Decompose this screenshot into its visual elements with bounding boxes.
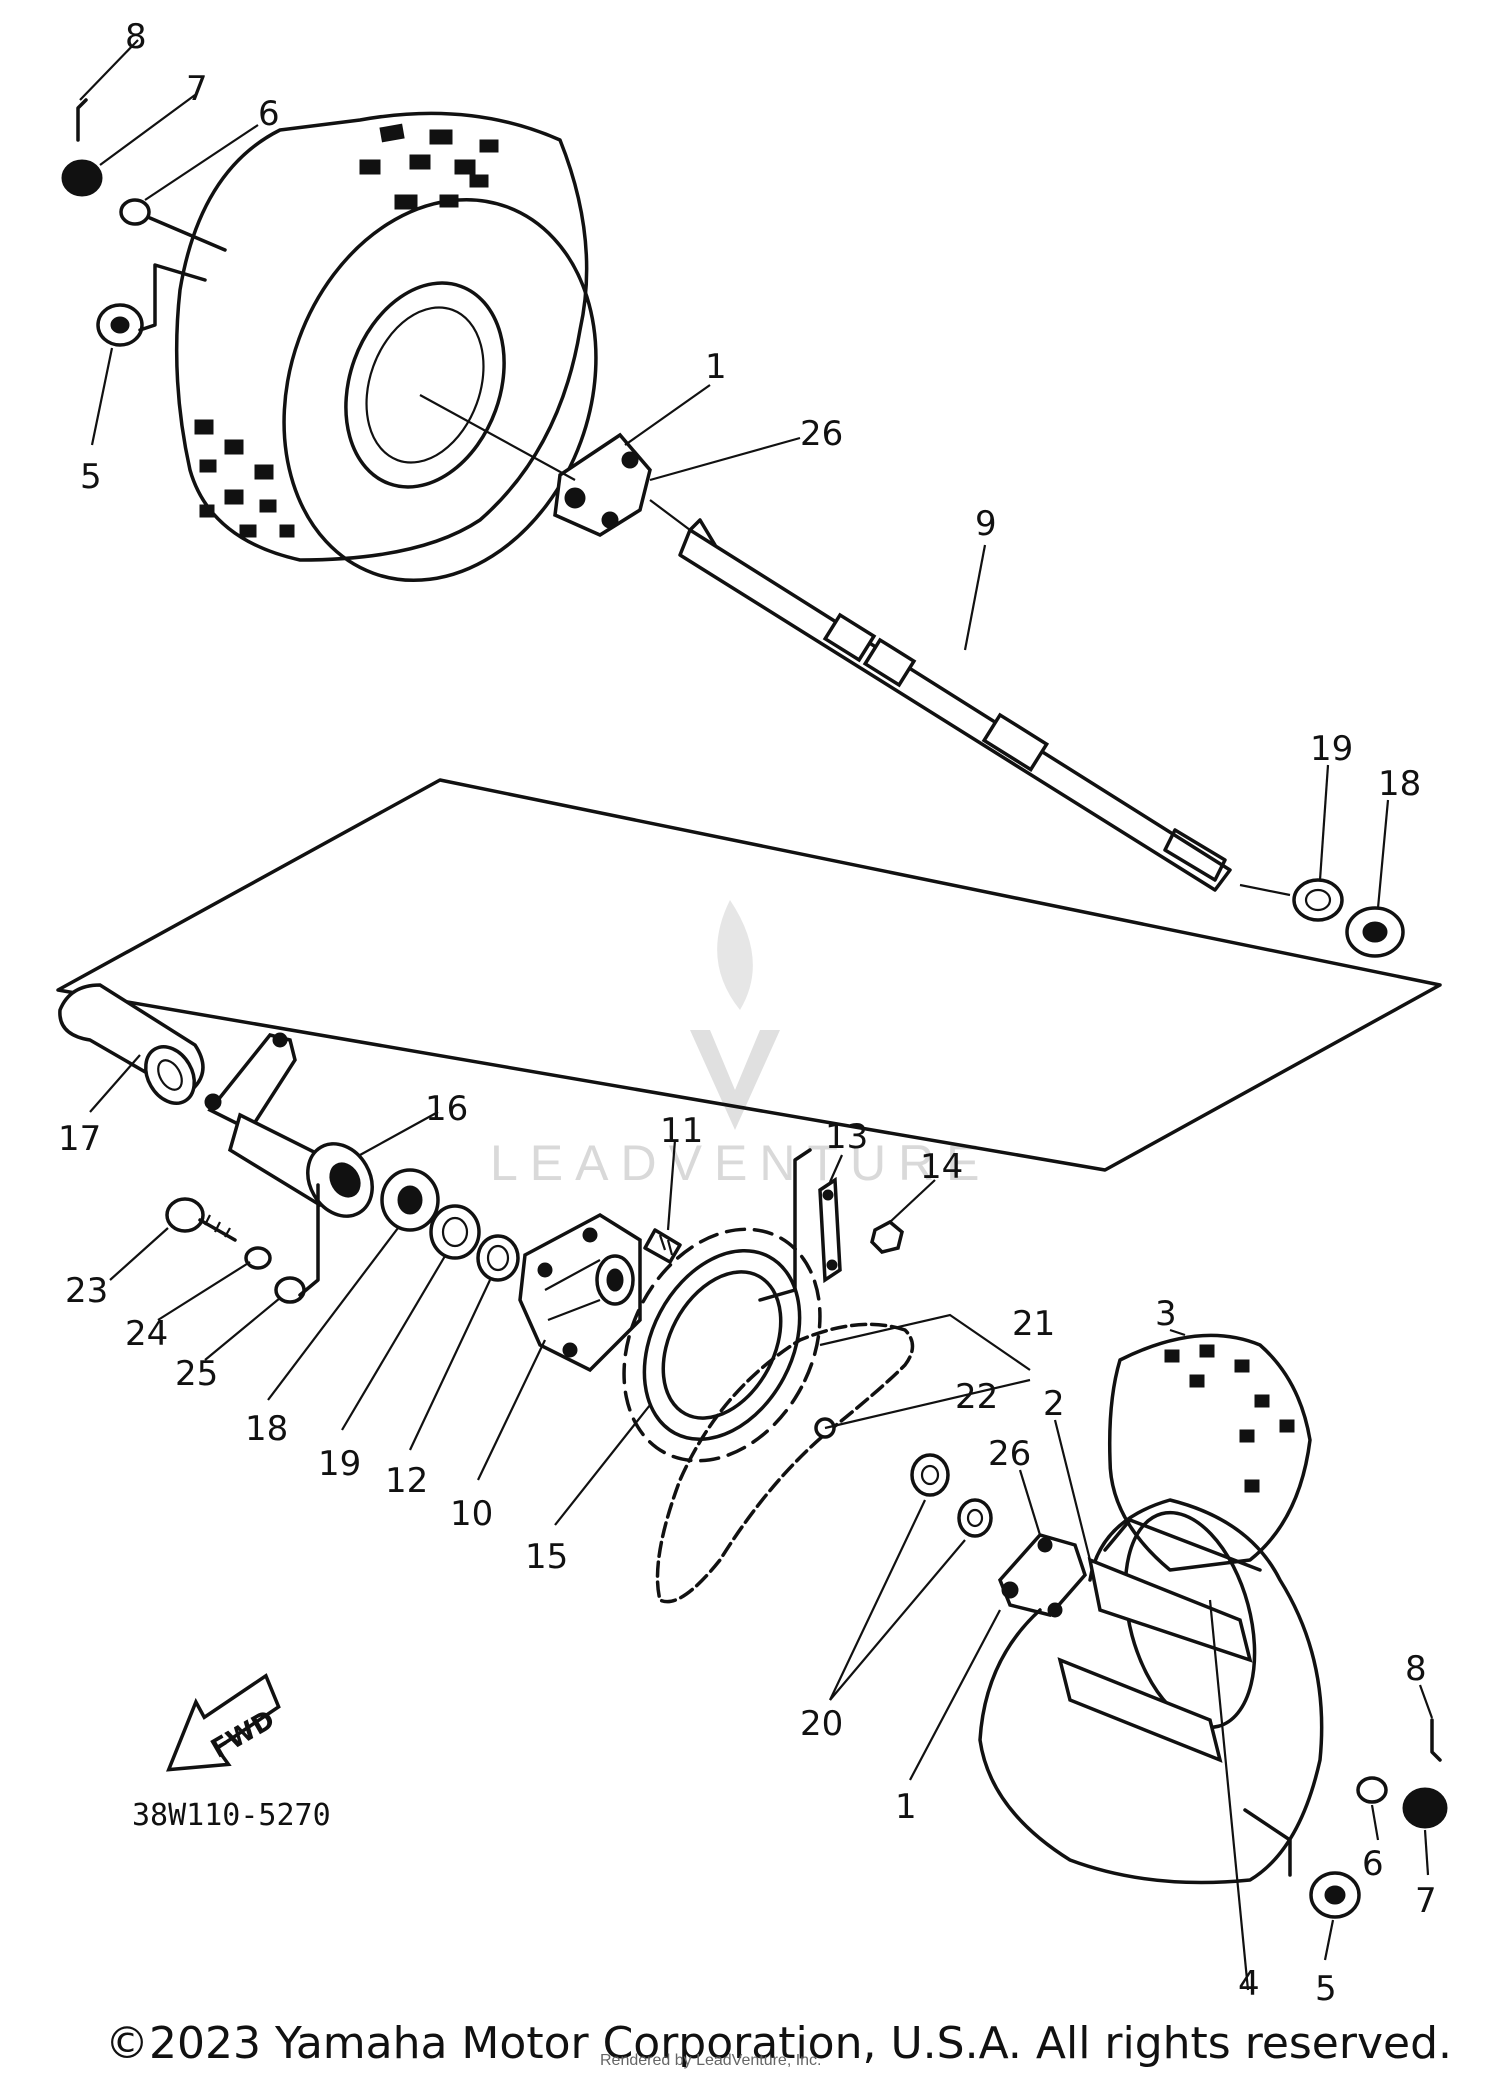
callout-9-axle: 9 bbox=[975, 504, 997, 544]
top-nut-set bbox=[61, 98, 227, 347]
callout-22: 22 bbox=[955, 1377, 998, 1417]
footer-caption: Rendered by LeadVenture, Inc. bbox=[600, 2052, 822, 2069]
callout-26: 26 bbox=[988, 1434, 1031, 1474]
spacer-washers bbox=[910, 1453, 993, 1538]
callout-14: 14 bbox=[920, 1147, 963, 1187]
housing-bolt-set bbox=[165, 1183, 320, 1304]
callout-5-top: 5 bbox=[80, 457, 102, 497]
callout-17: 17 bbox=[58, 1119, 101, 1159]
top-wheel-hub bbox=[419, 394, 652, 537]
callout-18: 18 bbox=[245, 1409, 288, 1449]
callout-5: 5 bbox=[1315, 1969, 1337, 2009]
callout-4: 4 bbox=[1238, 1964, 1260, 2004]
leadventure-watermark: LEADVENTURE bbox=[490, 900, 992, 1191]
callout-13: 13 bbox=[825, 1117, 868, 1157]
castle-nut-top bbox=[61, 159, 103, 197]
callout-8: 8 bbox=[1405, 1649, 1427, 1689]
callout-19-right: 19 bbox=[1310, 729, 1353, 769]
rear-sprocket bbox=[622, 1148, 822, 1463]
callout-20: 20 bbox=[800, 1704, 843, 1744]
callout-2: 2 bbox=[1043, 1384, 1065, 1424]
callout-21: 21 bbox=[1012, 1304, 1055, 1344]
chain-joint-set bbox=[818, 1176, 904, 1284]
rear-axle bbox=[649, 499, 1232, 892]
callout-24: 24 bbox=[125, 1314, 168, 1354]
callout-6-top: 6 bbox=[258, 94, 280, 134]
tire-tread-blocks bbox=[194, 123, 499, 538]
callout-1: 1 bbox=[895, 1787, 917, 1827]
hub-bearings-seals bbox=[380, 1168, 520, 1282]
bottom-wheel-hub bbox=[997, 1533, 1087, 1618]
callout-7: 7 bbox=[1415, 1881, 1437, 1921]
oil-seal-right bbox=[1292, 878, 1344, 922]
callout-labels: 8 7 6 5 1 26 9 19 18 17 16 11 13 14 23 2… bbox=[58, 17, 1437, 2009]
top-wheel-assembly bbox=[174, 111, 598, 583]
axle-end-seal-bearing bbox=[1239, 878, 1405, 958]
callout-3: 3 bbox=[1155, 1294, 1177, 1334]
watermark-text: LEADVENTURE bbox=[490, 1135, 992, 1191]
drive-chain bbox=[655, 1313, 1031, 1604]
callout-16: 16 bbox=[425, 1089, 468, 1129]
copyright-text: ©2023 Yamaha Motor Corporation, U.S.A. A… bbox=[105, 2018, 1452, 2069]
washer-top bbox=[119, 198, 151, 226]
callout-11: 11 bbox=[660, 1111, 703, 1151]
cotter-pin-top bbox=[76, 98, 88, 142]
callout-26-top: 26 bbox=[800, 414, 843, 454]
callout-12: 12 bbox=[385, 1461, 428, 1501]
callout-15: 15 bbox=[525, 1537, 568, 1577]
sprocket-hub bbox=[518, 1212, 642, 1373]
callout-25: 25 bbox=[175, 1354, 218, 1394]
leader-lines bbox=[79, 39, 1434, 1991]
stud-bolt bbox=[643, 1228, 682, 1264]
copyright-notice: ©2023 Yamaha Motor Corporation, U.S.A. A… bbox=[0, 2018, 1500, 2069]
callout-18-right: 18 bbox=[1378, 764, 1421, 804]
callout-8-top: 8 bbox=[125, 17, 147, 57]
callout-23: 23 bbox=[65, 1271, 108, 1311]
axle-housing bbox=[204, 1032, 374, 1218]
callout-10: 10 bbox=[450, 1494, 493, 1534]
axle-sleeve bbox=[58, 983, 205, 1105]
diagram-code: 38W110-5270 bbox=[132, 1798, 331, 1833]
fwd-arrow-icon: FWD bbox=[166, 1673, 281, 1772]
callout-19: 19 bbox=[318, 1444, 361, 1484]
callout-1-top: 1 bbox=[705, 347, 727, 387]
callout-7-top: 7 bbox=[186, 69, 208, 109]
callout-6: 6 bbox=[1362, 1844, 1384, 1884]
reference-outline bbox=[56, 778, 1442, 1172]
bottom-nut-set bbox=[1243, 1718, 1448, 1919]
